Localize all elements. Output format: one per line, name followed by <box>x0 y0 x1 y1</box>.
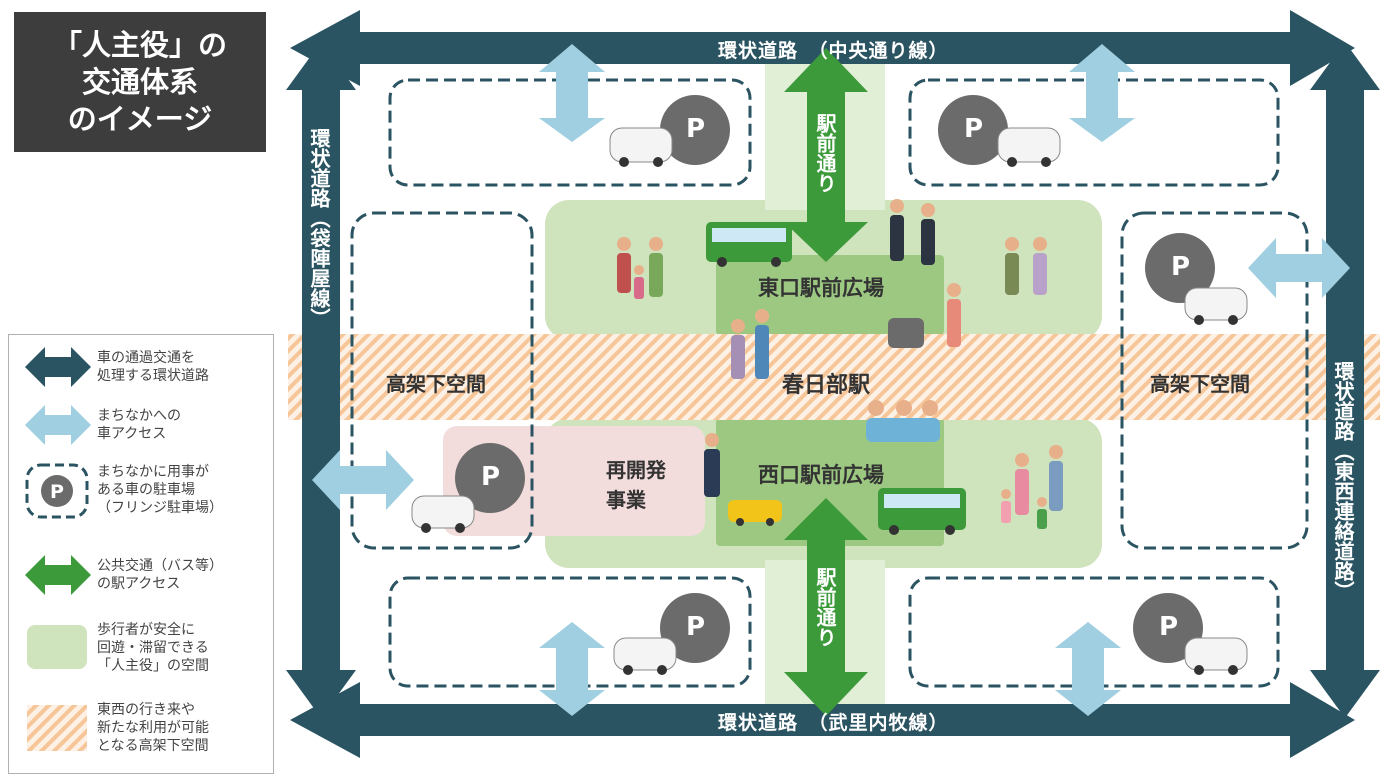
bus-icon <box>878 488 966 535</box>
taxi-icon <box>728 500 782 526</box>
parking-letter: P <box>686 114 706 144</box>
ring-road-left-arrow <box>286 42 356 718</box>
legend-box: 車の通過交通を 処理する環状道路 まちなかへの 車アクセス P まちなかに用事が… <box>8 334 274 774</box>
ring-road-right-label: 環状道路（東西連絡道路） <box>1331 361 1355 601</box>
east-plaza-area <box>716 255 944 335</box>
people-illustration <box>890 199 935 265</box>
car-icon <box>1184 637 1248 675</box>
people-illustration <box>866 400 940 442</box>
parking-icon <box>1145 233 1215 303</box>
station-access-arrow-bottom <box>784 498 868 716</box>
people-illustration <box>1001 445 1063 529</box>
title-line-3: のイメージ <box>67 101 213 136</box>
parking-block-right <box>1120 211 1309 550</box>
light-double-arrow-icon <box>25 405 91 445</box>
svg-text:P: P <box>50 481 64 503</box>
ring-road-bottom-arrow <box>290 682 1355 758</box>
parking-icon <box>455 443 525 513</box>
car-access-arrow-top-left <box>539 44 605 142</box>
green-area-icon <box>27 625 87 669</box>
bus-icon <box>706 222 792 267</box>
west-plaza-label: 西口駅前広場 <box>758 463 884 487</box>
people-illustration <box>1005 237 1047 295</box>
redevelopment-label-2: 事業 <box>606 488 646 512</box>
car-access-arrow-top-right <box>1069 44 1135 142</box>
ring-road-top-label: 環状道路 （中央通り線） <box>718 40 949 62</box>
people-illustration <box>888 283 961 348</box>
ring-road-top-arrow <box>290 10 1355 86</box>
legend-text: 公共交通（バス等） の駅アクセス <box>97 558 223 592</box>
dark-double-arrow-icon <box>25 347 91 387</box>
people-illustration <box>617 237 663 299</box>
station-road-bottom-label: 駅前通り <box>813 567 837 647</box>
car-access-arrow-bottom-left <box>539 622 605 716</box>
under-viaduct-right-label: 高架下空間 <box>1150 372 1250 396</box>
green-double-arrow-icon <box>25 555 91 595</box>
legend-text: 東西の行き来や 新たな利用が可能 となる高架下空間 <box>97 702 209 754</box>
hatched-area-icon <box>27 705 87 751</box>
title-line-1: 「人主役」の <box>52 27 227 62</box>
station-road-top-label: 駅前通り <box>813 113 837 193</box>
car-icon <box>1184 287 1248 325</box>
parking-letter: P <box>481 462 501 492</box>
people-illustration <box>704 433 720 497</box>
station-label: 春日部駅 <box>782 373 871 398</box>
station-access-arrow-top <box>784 48 868 262</box>
parking-letter: P <box>1171 252 1191 282</box>
legend-text: まちなかに用事が ある車の駐車場 （フリンジ駐車場） <box>97 464 223 516</box>
redevelopment-label-1: 再開発 <box>606 458 666 482</box>
east-plaza-label: 東口駅前広場 <box>758 276 884 300</box>
parking-icon: P <box>25 463 89 519</box>
car-icon <box>997 127 1061 167</box>
diagram-title-box: 「人主役」の 交通体系 のイメージ <box>14 12 266 152</box>
car-access-arrow-right <box>1248 238 1350 298</box>
car-icon <box>613 637 677 675</box>
parking-block-left <box>350 211 534 550</box>
ring-road-right-arrow <box>1310 42 1380 718</box>
car-access-arrow-bottom-right <box>1055 622 1121 716</box>
viaduct-band <box>288 334 1380 420</box>
ring-road-left-label: 環状道路（袋陣屋線） <box>307 128 331 328</box>
parking-letter: P <box>964 114 984 144</box>
parking-icon <box>660 593 730 663</box>
under-viaduct-left-label: 高架下空間 <box>386 372 486 396</box>
ring-road-bottom-label: 環状道路 （武里内牧線） <box>718 712 949 734</box>
people-illustration <box>731 309 769 379</box>
legend-text: 歩行者が安全に 回遊・滞留できる 「人主役」の空間 <box>97 622 209 674</box>
parking-icon <box>938 95 1008 165</box>
parking-block-bottom-right <box>908 576 1280 688</box>
parking-letter: P <box>1159 612 1179 642</box>
car-icon <box>609 127 673 167</box>
car-icon <box>411 495 475 533</box>
car-access-arrow-left <box>312 450 414 510</box>
legend-text: 車の通過交通を 処理する環状道路 <box>97 350 209 384</box>
title-line-2: 交通体系 <box>81 64 198 99</box>
parking-icon <box>660 95 730 165</box>
legend-text: まちなかへの 車アクセス <box>97 408 181 442</box>
parking-letter: P <box>686 612 706 642</box>
